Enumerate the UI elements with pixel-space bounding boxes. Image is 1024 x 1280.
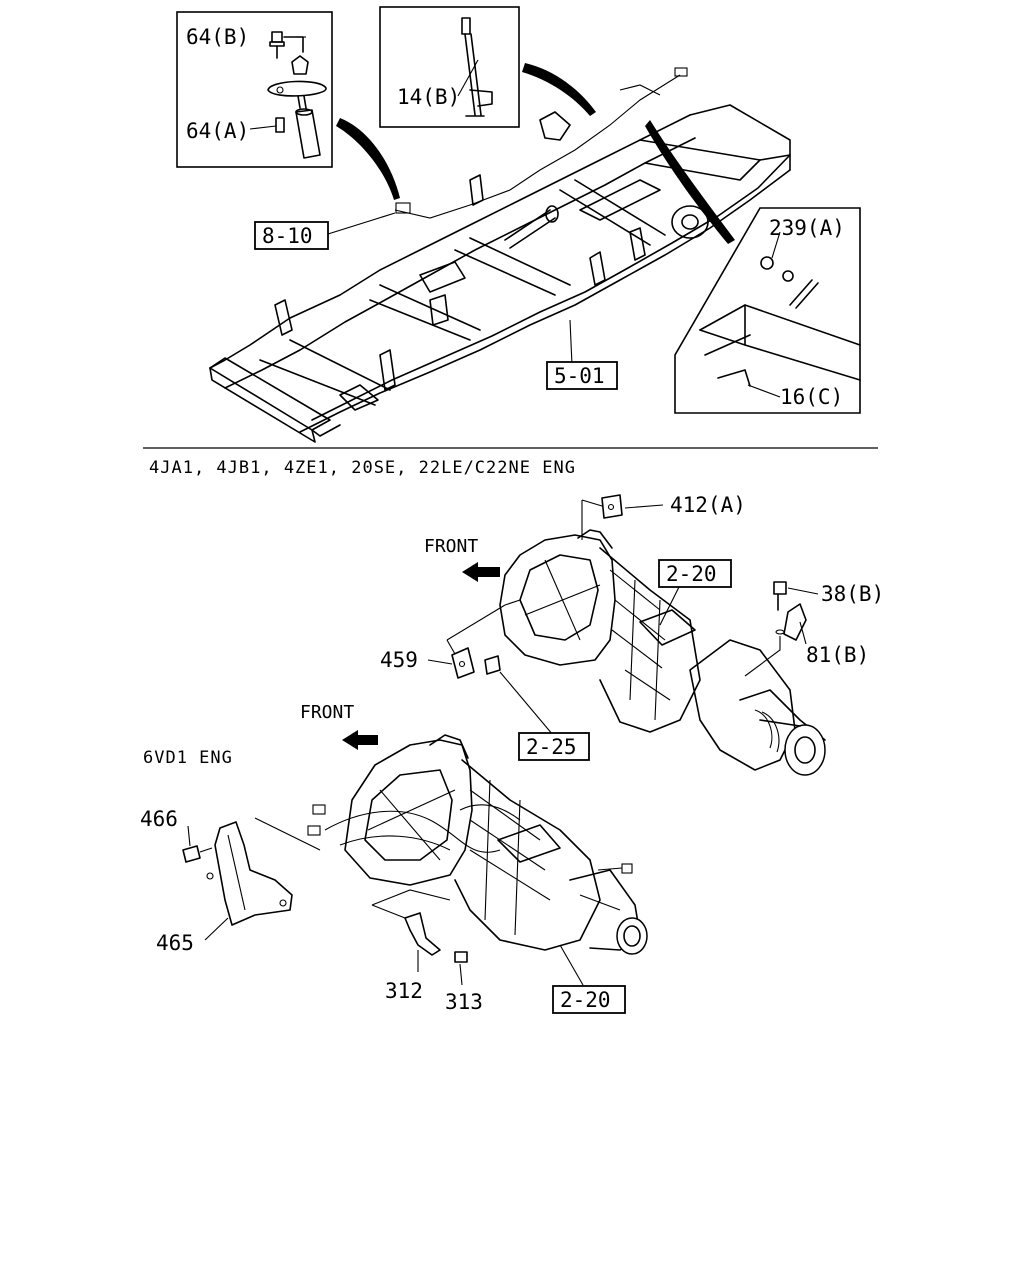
label-14b: 14(B) (397, 85, 460, 109)
ref-label-2-25: 2-25 (526, 735, 577, 759)
label-465: 465 (156, 931, 194, 955)
label-16c: 16(C) (780, 385, 843, 409)
ref-label-5-01: 5-01 (554, 364, 605, 388)
ref-box-8-10 (254, 221, 329, 250)
label-312: 312 (385, 979, 423, 1003)
chassis-frame-illustration (209, 67, 791, 443)
inset-box-239a (674, 207, 861, 414)
label-412a: 412(A) (670, 493, 746, 517)
label-466: 466 (140, 807, 178, 831)
front-label-4cyl: FRONT (424, 536, 478, 557)
transmission-6vd1-illustration (182, 734, 648, 963)
ref-box-2-20-lower (552, 985, 626, 1014)
ref-label-8-10: 8-10 (262, 224, 313, 248)
inset-box-64 (176, 11, 333, 168)
leader-wedge-14b (522, 63, 596, 116)
label-81b: 81(B) (806, 643, 869, 667)
ref-label-2-20-upper: 2-20 (666, 562, 717, 586)
label-239a: 239(A) (769, 216, 845, 240)
front-arrow-4cyl (462, 562, 500, 582)
inset-bolt-239a (674, 207, 861, 414)
ref-box-2-20-upper (658, 559, 732, 588)
inset-box-14b (379, 6, 520, 128)
ref-box-5-01 (546, 361, 618, 390)
label-459: 459 (380, 648, 418, 672)
label-38b: 38(B) (821, 582, 884, 606)
ref-label-2-20-lower: 2-20 (560, 988, 611, 1012)
inset-clip-14b (379, 6, 520, 128)
heading-6vd1-engine: 6VD1 ENG (143, 748, 233, 768)
front-arrow-6vd1 (342, 730, 378, 750)
transmission-4cyl-illustration (446, 494, 826, 776)
heading-4cyl-engines: 4JA1, 4JB1, 4ZE1, 20SE, 22LE/C22NE ENG (149, 458, 576, 478)
leader-wedge-64 (336, 118, 400, 200)
ref-box-2-25 (518, 732, 590, 761)
label-64a: 64(A) (186, 119, 249, 143)
front-label-6vd1: FRONT (300, 702, 354, 723)
leader-wedge-239a (645, 120, 735, 244)
label-313: 313 (445, 990, 483, 1014)
label-64b: 64(B) (186, 25, 249, 49)
